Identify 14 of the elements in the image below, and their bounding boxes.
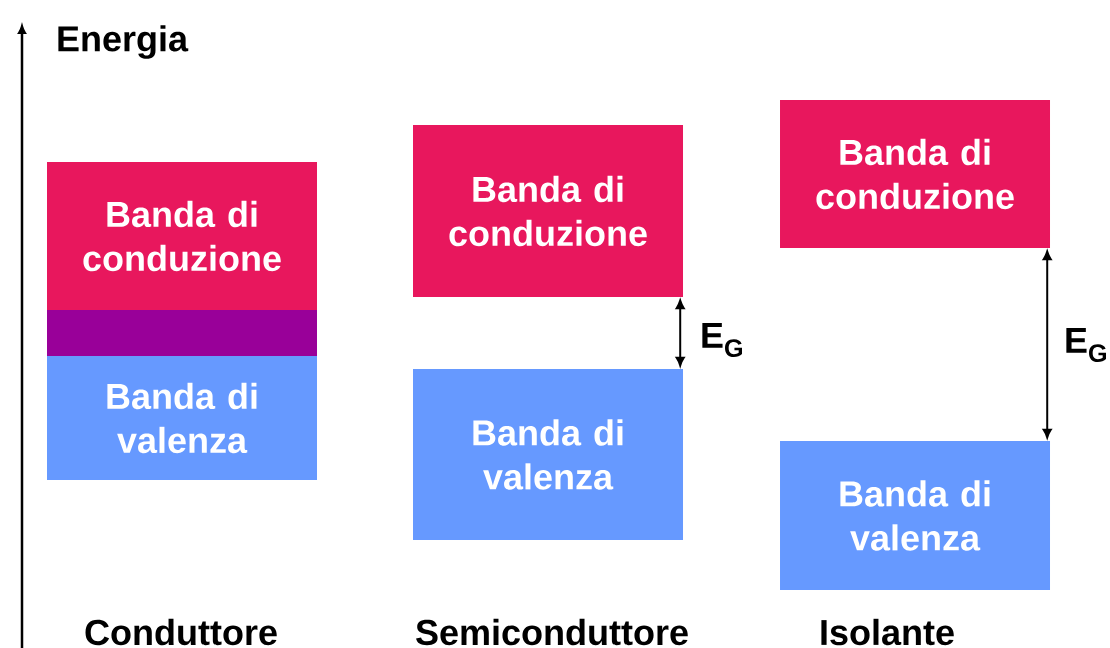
- edge-label: E$_{G}$: [1062, 327, 1110, 363]
- valence-band: Banda di valenza: [780, 441, 1050, 590]
- conduction-band: Banda di conduzione: [780, 100, 1050, 248]
- column-label: Semiconduttore: [416, 618, 688, 646]
- valence-band: Banda di valenza: [413, 369, 683, 540]
- gap-arrow: [1042, 250, 1052, 439]
- conduction-band: Banda di conduzione: [413, 125, 683, 297]
- gap-arrow: [675, 299, 685, 367]
- valence-band: Banda di valenza: [47, 356, 317, 480]
- overlap-band: [47, 310, 317, 356]
- edge-label: E$_{G}$: [698, 322, 746, 358]
- axis-label: Energia: [58, 25, 189, 59]
- column-label: Conduttore: [85, 618, 277, 646]
- conduction-band: Banda di conduzione: [47, 162, 317, 310]
